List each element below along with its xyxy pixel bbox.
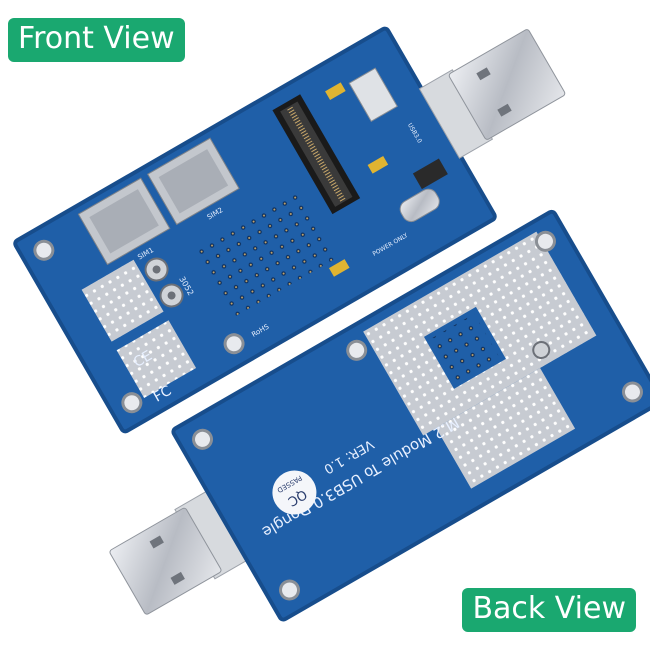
m2-socket (272, 94, 361, 215)
qc-passed-sticker: QC PASSED (272, 470, 317, 515)
mount-hole-icon (534, 230, 556, 252)
front-board: 3052 SIM1 SIM2 POWER ONLY USB3.0 RoHS (13, 26, 566, 434)
mount-hole-icon (121, 392, 143, 414)
antenna-connector-icon (144, 257, 184, 308)
back-shield-small (436, 367, 576, 489)
mount-hole-icon (279, 579, 301, 601)
mount-hole-icon (621, 381, 643, 403)
usb-c-port (399, 188, 440, 223)
mount-hole-icon (223, 333, 245, 355)
usb-plug-back (109, 488, 251, 615)
sim-slot-2 (147, 137, 240, 226)
back-board: M.2 Module To USB3.0 Dongle VER: 1.0 QC … (109, 209, 650, 622)
mount-hole-icon (33, 239, 55, 261)
mount-hole-icon (192, 428, 214, 450)
fcc-mark-icon: FC (151, 383, 175, 406)
via-grid (191, 189, 336, 319)
usb-plug-front (418, 29, 566, 159)
front-view-label: Front View (8, 18, 185, 62)
mount-hole-icon (346, 339, 368, 361)
back-view-label: Back View (462, 588, 636, 632)
sim-slot-1 (77, 177, 171, 266)
